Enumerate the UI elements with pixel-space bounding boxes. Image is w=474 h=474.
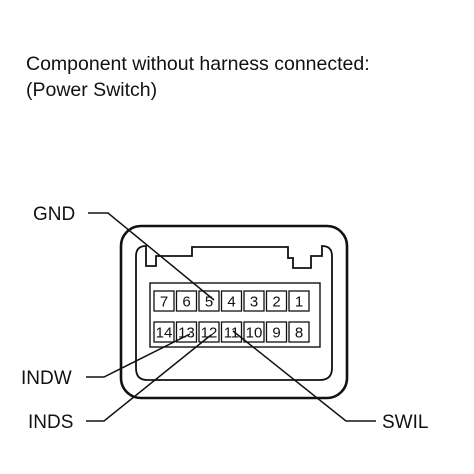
pin-number-10: 10 [246, 325, 263, 342]
pin-number-12: 12 [201, 325, 218, 342]
pin-number-4: 4 [227, 294, 235, 311]
pin-cell-9 [265, 321, 288, 343]
pin-cell-12 [198, 321, 220, 343]
pin-number-1: 1 [295, 294, 303, 311]
pin-number-7: 7 [160, 294, 168, 311]
indw-label: INDW [21, 368, 72, 389]
pin-cell-8 [288, 321, 310, 343]
pin-number-5: 5 [205, 294, 213, 311]
pin-cell-6 [175, 290, 198, 312]
pin-cell-3 [243, 290, 265, 312]
pin-number-2: 2 [272, 294, 280, 311]
pin-number-8: 8 [295, 325, 303, 342]
diagram-caption: Component without harness connected: (Po… [26, 51, 370, 103]
pin-number-3: 3 [250, 294, 258, 311]
pin-cell-10 [243, 321, 265, 343]
pin-cell-4 [220, 290, 243, 312]
gnd-leader-line [88, 212, 215, 301]
pin-cell-7 [153, 290, 175, 312]
pin-block-frame [149, 282, 321, 348]
pin-cell-1 [288, 290, 310, 312]
connector-inner-face [135, 245, 333, 381]
pin-number-11: 11 [224, 325, 240, 342]
inds-leader-line [86, 334, 212, 422]
pin-cell-13 [175, 321, 198, 343]
caption-subtitle: (Power Switch) [26, 79, 158, 101]
indw-leader-line [86, 333, 191, 378]
pin-number-6: 6 [182, 294, 190, 311]
pin-number-14: 14 [156, 325, 173, 342]
inds-label: INDS [28, 412, 73, 433]
gnd-label: GND [33, 204, 75, 225]
pin-number-9: 9 [272, 325, 280, 342]
connector-outer-housing [119, 224, 349, 400]
pin-cell-5 [198, 290, 220, 312]
pin-cell-14 [153, 321, 175, 343]
swil-label: SWIL [382, 412, 428, 433]
pin-cell-2 [265, 290, 288, 312]
caption-title: Component without harness connected: [26, 53, 370, 75]
swil-leader-line [232, 330, 376, 422]
pin-cell-11 [220, 321, 243, 343]
